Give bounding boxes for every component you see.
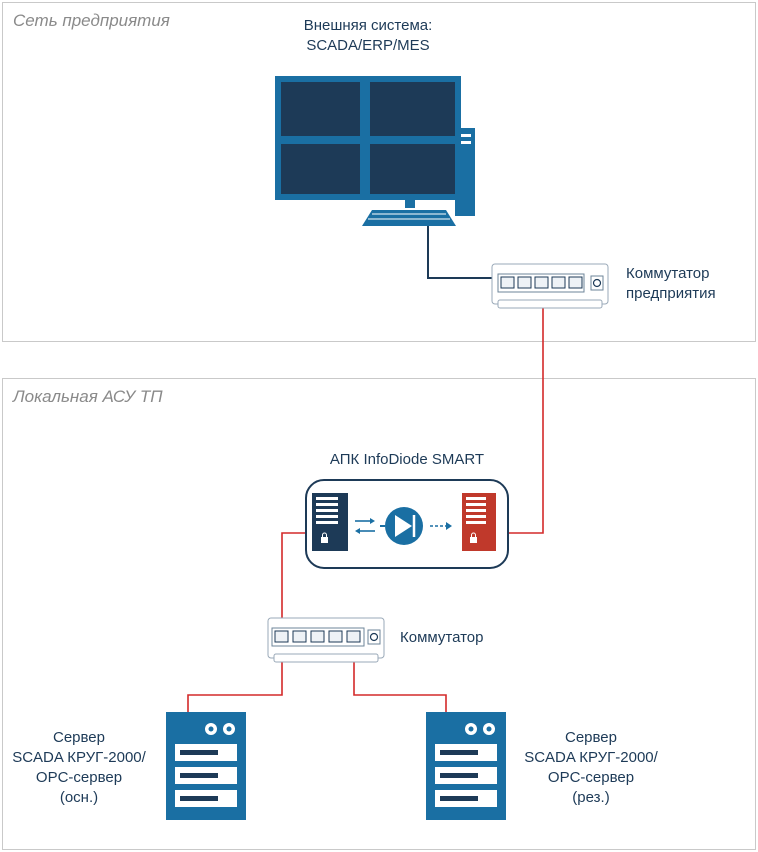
infodiode-label: АПК InfoDiode SMART (329, 451, 485, 468)
link-pc-to-enterprise-switch (427, 218, 520, 279)
link-switch-to-reserve-server (353, 642, 447, 712)
main-server-line1: Сервер (52, 729, 105, 746)
local-switch-label: Коммутатор (400, 629, 484, 646)
enterprise-network-title: Сеть предприятия (13, 11, 170, 30)
external-system-label: Внешняя система: SCADA/ERP/MES (268, 16, 468, 56)
reserve-server-line3: OPC-сервер (547, 769, 635, 786)
main-server-line3: OPC-сервер (35, 769, 123, 786)
one-way-arrow-icon (430, 522, 452, 530)
infodiode-appliance (305, 479, 509, 569)
reserve-server-line2: SCADA КРУГ-2000/ (524, 749, 658, 766)
link-infodiode-to-local-switch (281, 532, 306, 642)
diode-icon (380, 507, 423, 545)
link-switch-to-main-server (187, 642, 283, 712)
main-server-label: Сервер SCADA КРУГ-2000/ OPC-сервер (осн.… (4, 728, 154, 808)
internal-server-icon (312, 493, 348, 551)
external-system-line2: SCADA/ERP/MES (306, 37, 430, 54)
reserve-server-label: Сервер SCADA КРУГ-2000/ OPC-сервер (рез.… (516, 728, 666, 808)
main-server-line4: (осн.) (59, 789, 99, 806)
workstation-icon (275, 76, 475, 226)
enterprise-switch-line2: предприятия (626, 285, 716, 302)
enterprise-switch-line1: Коммутатор (626, 265, 710, 282)
local-acs-title: Локальная АСУ ТП (13, 387, 163, 406)
bidirectional-arrows-icon (355, 518, 375, 534)
local-acs-zone: Локальная АСУ ТП (2, 378, 756, 850)
external-server-icon (462, 493, 496, 551)
reserve-server-icon (426, 712, 506, 820)
main-server-line2: SCADA КРУГ-2000/ (12, 749, 146, 766)
reserve-server-line4: (рез.) (572, 789, 610, 806)
enterprise-switch-label: Коммутатор предприятия (626, 264, 716, 304)
external-system-line1: Внешняя система: (303, 17, 433, 34)
link-enterprise-switch-to-infodiode (508, 290, 544, 534)
main-server-icon (166, 712, 246, 820)
enterprise-switch-icon (491, 263, 609, 309)
local-switch-icon (267, 617, 385, 663)
reserve-server-line1: Сервер (564, 729, 617, 746)
